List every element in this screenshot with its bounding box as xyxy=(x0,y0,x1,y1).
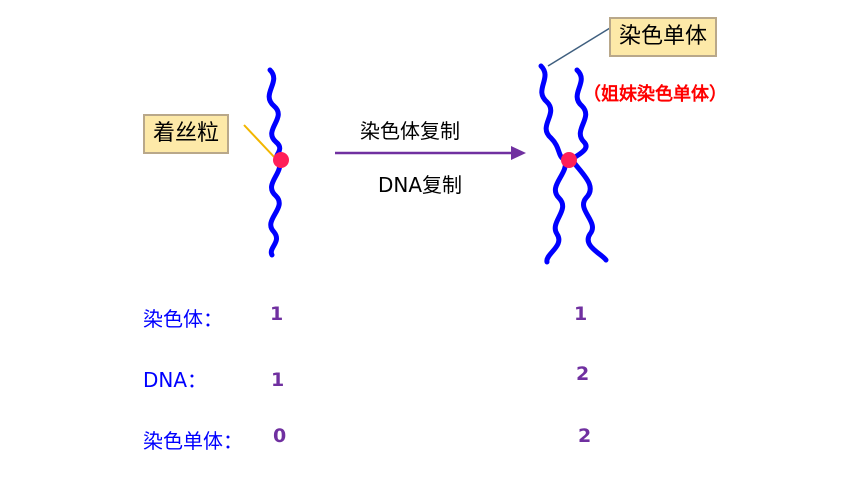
row-label-chromosome: 染色体： xyxy=(143,307,223,331)
sister-chromatid-left xyxy=(538,63,568,265)
chromatid-pointer-line xyxy=(547,27,611,67)
process-label-dna-replication: DNA复制 xyxy=(378,173,463,197)
centromere-dot-before xyxy=(273,152,289,168)
count-chromosome-after: 1 xyxy=(574,303,588,325)
centromere-dot-after xyxy=(561,152,577,168)
count-dna-after: 2 xyxy=(576,363,590,385)
count-dna-before: 1 xyxy=(271,369,285,391)
row-label-dna: DNA： xyxy=(143,368,208,392)
centromere-pointer-line xyxy=(243,124,278,161)
row-label-chromatid: 染色单体： xyxy=(143,429,243,453)
centromere-label: 着丝粒 xyxy=(153,121,220,146)
count-chromatid-after: 2 xyxy=(578,425,592,447)
count-chromosome-before: 1 xyxy=(270,303,284,325)
process-label-chromosome-replication: 染色体复制 xyxy=(360,119,460,143)
chromatid-label-box: 染色单体 xyxy=(609,17,718,57)
count-chromatid-before: 0 xyxy=(273,425,287,447)
chromatid-label: 染色单体 xyxy=(619,24,708,49)
sister-chromatid-label: （姐妹染色单体） xyxy=(583,84,727,105)
centromere-label-box: 着丝粒 xyxy=(143,114,230,154)
process-arrow-head xyxy=(511,146,526,160)
